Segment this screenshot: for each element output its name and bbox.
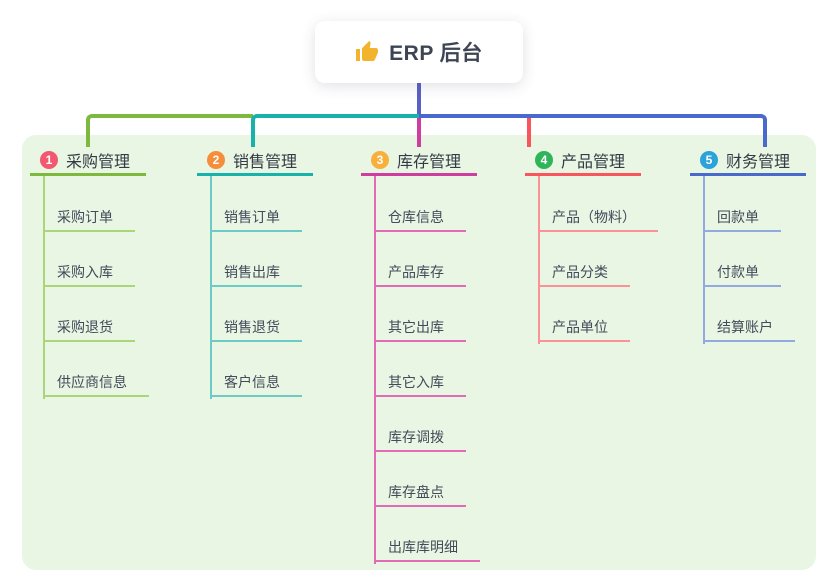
branch-badge: 1 bbox=[40, 151, 58, 169]
child-node[interactable]: 客户信息 bbox=[210, 369, 302, 397]
connector-branch-5 bbox=[419, 114, 767, 147]
branch-label-text: 产品管理 bbox=[561, 154, 626, 171]
child-node[interactable]: 付款单 bbox=[703, 259, 781, 287]
root-node[interactable]: ERP 后台 bbox=[315, 21, 523, 83]
child-node[interactable]: 库存调拨 bbox=[374, 424, 466, 452]
child-node[interactable]: 出库库明细 bbox=[374, 534, 480, 562]
root-title: ERP 后台 bbox=[389, 42, 483, 65]
branch-node-4[interactable]: 4 产品管理 bbox=[525, 147, 642, 176]
connector-branch-2 bbox=[251, 114, 421, 147]
branch-badge: 4 bbox=[535, 151, 553, 169]
connector-branch-3 bbox=[417, 118, 421, 147]
branch-node-5[interactable]: 5 财务管理 bbox=[690, 147, 807, 176]
child-node[interactable]: 销售出库 bbox=[210, 259, 302, 287]
child-node[interactable]: 销售退货 bbox=[210, 314, 302, 342]
child-node[interactable]: 仓库信息 bbox=[374, 204, 466, 232]
branch-node-3[interactable]: 3 库存管理 bbox=[361, 147, 478, 176]
child-node[interactable]: 产品分类 bbox=[538, 259, 630, 287]
connector-branch-4 bbox=[527, 118, 531, 147]
branch-badge: 5 bbox=[700, 151, 718, 169]
child-node[interactable]: 采购退货 bbox=[43, 314, 135, 342]
branch-spine bbox=[210, 176, 212, 399]
child-node[interactable]: 采购入库 bbox=[43, 259, 135, 287]
child-node[interactable]: 产品（物料） bbox=[538, 204, 658, 232]
branch-spine bbox=[43, 176, 45, 399]
branch-node-2[interactable]: 2 销售管理 bbox=[197, 147, 314, 176]
child-node[interactable]: 库存盘点 bbox=[374, 479, 466, 507]
branch-label-text: 库存管理 bbox=[397, 154, 462, 171]
root-stem bbox=[417, 83, 421, 116]
child-node[interactable]: 销售订单 bbox=[210, 204, 302, 232]
branch-spine bbox=[538, 176, 540, 344]
child-node[interactable]: 供应商信息 bbox=[43, 369, 149, 397]
connector-branch-1 bbox=[86, 114, 253, 147]
branch-node-1[interactable]: 1 采购管理 bbox=[30, 147, 147, 176]
branch-badge: 2 bbox=[207, 151, 225, 169]
thumbs-up-icon bbox=[356, 41, 379, 61]
child-node[interactable]: 回款单 bbox=[703, 204, 781, 232]
branch-spine bbox=[703, 176, 705, 344]
child-node[interactable]: 产品库存 bbox=[374, 259, 466, 287]
branch-badge: 3 bbox=[371, 151, 389, 169]
child-node[interactable]: 产品单位 bbox=[538, 314, 630, 342]
child-node[interactable]: 采购订单 bbox=[43, 204, 135, 232]
child-node[interactable]: 结算账户 bbox=[703, 314, 795, 342]
mindmap-canvas bbox=[22, 135, 816, 570]
child-node[interactable]: 其它入库 bbox=[374, 369, 466, 397]
branch-label-text: 采购管理 bbox=[66, 154, 131, 171]
branch-spine bbox=[374, 176, 376, 564]
branch-label-text: 财务管理 bbox=[726, 154, 791, 171]
child-node[interactable]: 其它出库 bbox=[374, 314, 466, 342]
branch-label-text: 销售管理 bbox=[233, 154, 298, 171]
